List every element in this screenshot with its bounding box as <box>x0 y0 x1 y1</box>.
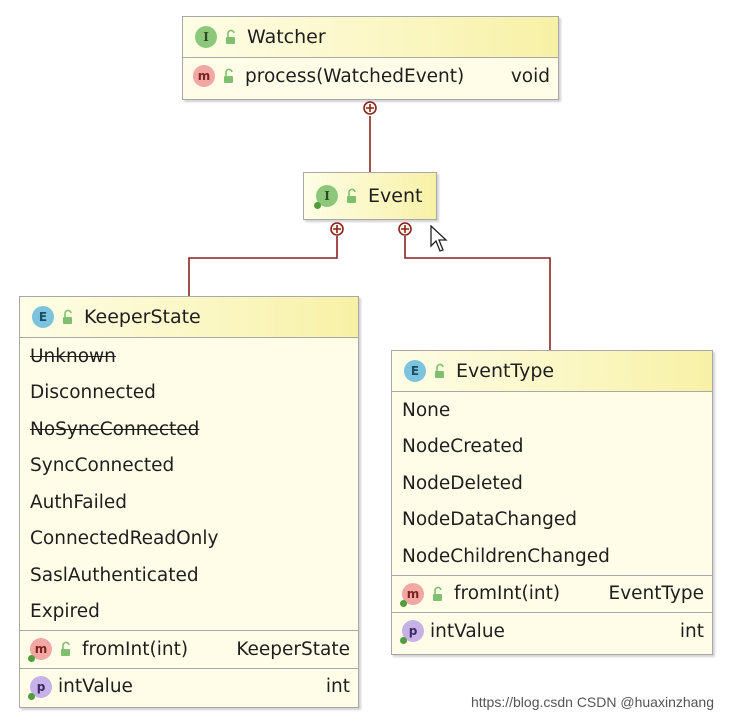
event-eventtype-connector <box>404 236 551 350</box>
method-return-type: EventType <box>608 583 705 605</box>
eventtype-header[interactable]: E EventType <box>392 351 712 391</box>
eventtype-method-row[interactable]: m fromInt(int) EventType <box>392 576 712 613</box>
interface-icon: I <box>195 26 217 48</box>
enum-constant[interactable]: Unknown <box>30 345 116 367</box>
enum-constant[interactable]: Expired <box>30 601 100 623</box>
property-icon: p <box>28 675 52 700</box>
unlock-icon <box>63 309 72 324</box>
method-name: fromInt(int) <box>454 583 561 605</box>
enum-constant[interactable]: NodeChildrenChanged <box>402 545 610 567</box>
unlock-icon <box>226 29 235 44</box>
keeperstate-constants: Unknown Disconnected NoSyncConnected Syn… <box>20 337 358 630</box>
enum-constant[interactable]: SaslAuthenticated <box>30 564 199 586</box>
method-name: process(WatchedEvent) <box>245 65 465 87</box>
property-name: intValue <box>58 676 133 698</box>
enum-constant[interactable]: NodeDataChanged <box>402 509 578 531</box>
keeperstate-method-row[interactable]: m fromInt(int) KeeperState <box>20 631 358 668</box>
watcher-title: Watcher <box>247 26 326 48</box>
method-return-type: KeeperState <box>236 638 350 660</box>
interface-icon: I <box>314 185 338 209</box>
unlock-icon <box>61 641 70 657</box>
enum-constant[interactable]: SyncConnected <box>30 455 175 477</box>
watcher-node[interactable]: I Watcher m process(WatchedEvent) void <box>182 16 559 100</box>
method-icon: m <box>28 638 52 663</box>
keeperstate-node[interactable]: E KeeperState Unknown Disconnected NoSyn… <box>19 296 359 708</box>
enum-constant[interactable]: Disconnected <box>30 382 156 404</box>
enum-icon: E <box>404 360 426 382</box>
watcher-header[interactable]: I Watcher <box>183 17 558 57</box>
enum-constant[interactable]: NoSyncConnected <box>30 418 200 440</box>
keeperstate-header[interactable]: E KeeperState <box>20 297 358 337</box>
event-title: Event <box>368 185 423 207</box>
unlock-icon <box>347 188 356 203</box>
eventtype-property-row[interactable]: p intValue int <box>392 613 712 650</box>
method-name: fromInt(int) <box>82 638 189 660</box>
property-type: int <box>679 620 704 642</box>
enum-constant[interactable]: ConnectedReadOnly <box>30 528 219 550</box>
event-keeperstate-connector <box>188 236 338 296</box>
property-name: intValue <box>430 620 505 642</box>
enum-constant[interactable]: NodeDeleted <box>402 472 523 494</box>
method-icon: m <box>193 65 215 88</box>
enum-icon: E <box>32 306 54 328</box>
enum-constant[interactable]: AuthFailed <box>30 491 128 513</box>
enum-constant[interactable]: None <box>402 399 451 421</box>
eventtype-constants: None NodeCreated NodeDeleted NodeDataCha… <box>392 391 712 575</box>
enum-constant[interactable]: NodeCreated <box>402 436 524 458</box>
property-icon: p <box>400 620 424 645</box>
keeperstate-property-row[interactable]: p intValue int <box>20 669 358 706</box>
method-icon: m <box>400 582 424 607</box>
event-node[interactable]: I Event <box>303 172 437 220</box>
method-return-type: void <box>510 65 550 87</box>
event-header[interactable]: I Event <box>304 173 436 219</box>
property-type: int <box>325 676 350 698</box>
mouse-cursor-icon <box>430 225 448 252</box>
unlock-icon <box>224 68 233 84</box>
keeperstate-title: KeeperState <box>84 306 201 328</box>
watermark: https://blog.csdn CSDN @huaxinzhang <box>470 694 714 710</box>
eventtype-title: EventType <box>456 360 555 382</box>
unlock-icon <box>433 586 442 601</box>
unlock-icon <box>435 363 444 378</box>
watcher-method-row[interactable]: m process(WatchedEvent) void <box>183 58 558 95</box>
eventtype-node[interactable]: E EventType None NodeCreated NodeDeleted… <box>391 350 713 655</box>
